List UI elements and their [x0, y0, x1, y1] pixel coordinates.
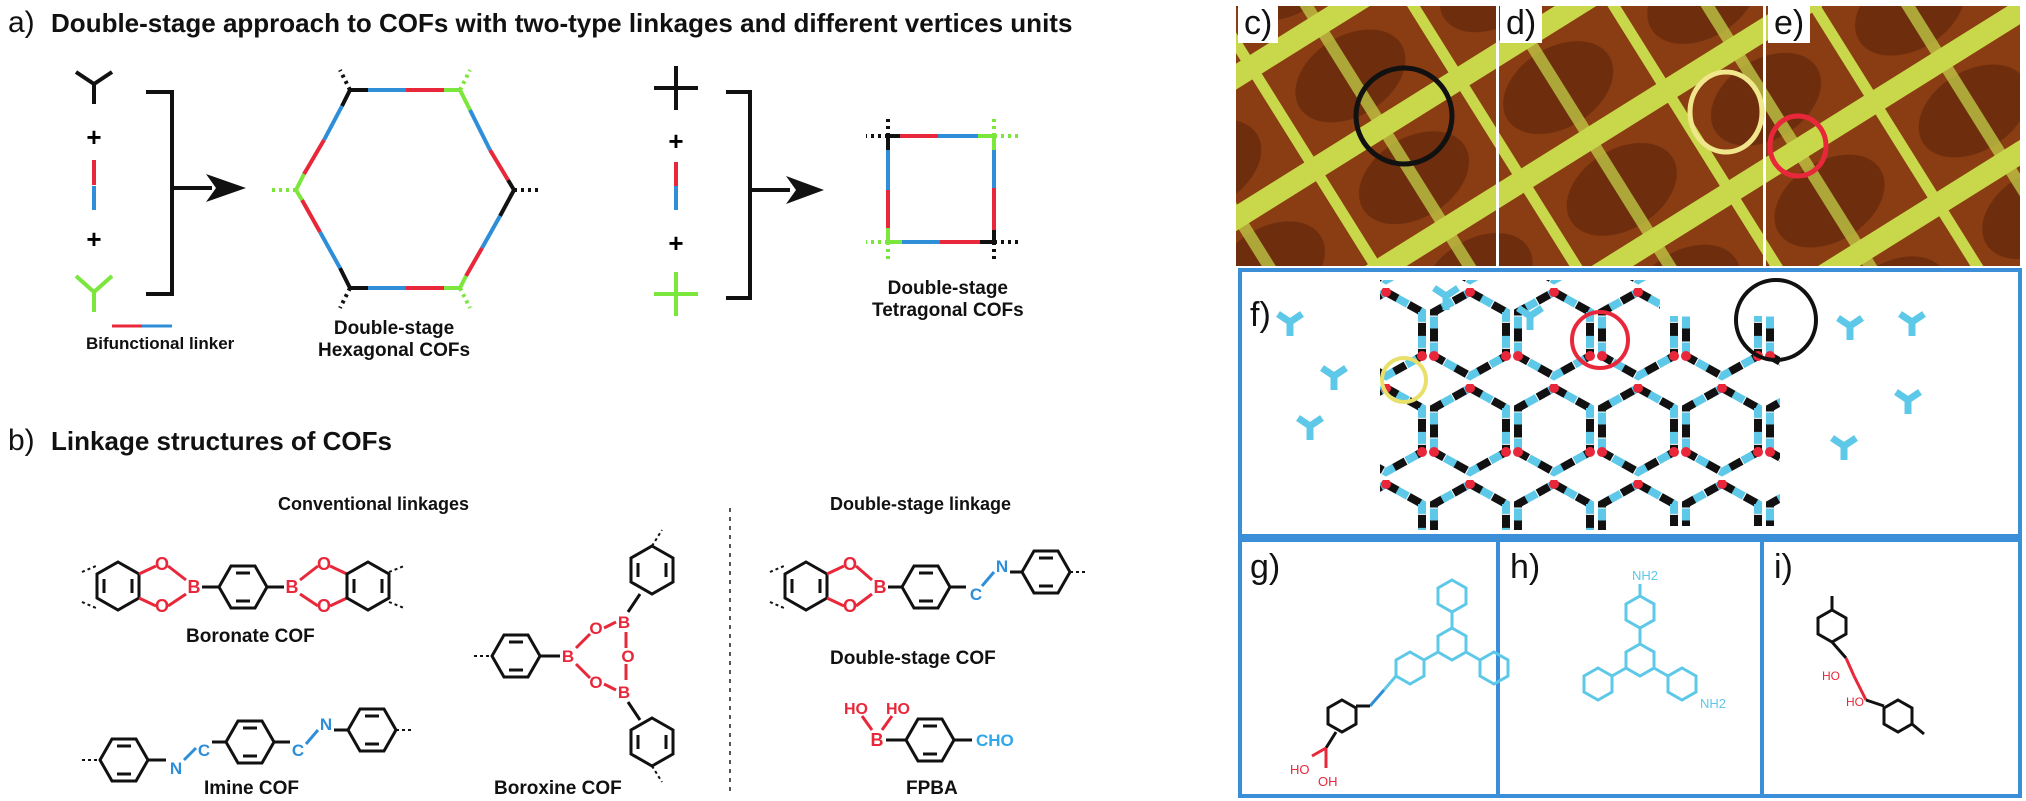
boroxine-cof-structure: B O O B B O: [474, 530, 673, 782]
double-stage-cof-structure: O O B C N: [770, 551, 1088, 616]
stm-image-e: [1766, 6, 2020, 266]
boronate-cof-structure: O O B B O O: [82, 554, 404, 616]
svg-text:NH2: NH2: [1632, 568, 1658, 583]
svg-text:C: C: [198, 741, 210, 760]
svg-text:B: B: [562, 647, 574, 666]
panel-g-molecule: [1312, 580, 1508, 768]
svg-text:HO: HO: [1846, 695, 1864, 709]
fpba-structure: HO HO B CHO: [844, 701, 1014, 761]
red-circle-f: [1572, 312, 1628, 368]
cof-lattice-right: [1660, 316, 1780, 526]
svg-text:O: O: [317, 554, 331, 574]
svg-text:O: O: [589, 673, 602, 692]
svg-text:HO: HO: [886, 701, 910, 718]
yellow-circle-f: [1382, 358, 1426, 402]
svg-text:N: N: [320, 715, 332, 734]
panel-e-label: e): [1768, 4, 1810, 43]
panel-h-label: h): [1504, 548, 1546, 587]
imine-cof-structure: N C C N: [82, 709, 414, 781]
stm-image-c: [1236, 6, 1496, 266]
svg-text:B: B: [618, 683, 630, 702]
boroxine-cof-label: Boroxine COF: [494, 778, 622, 800]
yellow-circle-d: [1690, 72, 1762, 152]
cof-lattice-left: [1380, 280, 1660, 530]
svg-text:O: O: [317, 596, 331, 616]
svg-text:O: O: [589, 619, 602, 638]
black-circle-f: [1736, 280, 1816, 360]
panel-i-label: i): [1768, 548, 1799, 587]
imine-cof-label: Imine COF: [204, 778, 299, 800]
svg-text:B: B: [618, 613, 630, 632]
boronate-cof-label: Boronate COF: [186, 626, 315, 648]
panel-h-molecule: [1584, 584, 1696, 700]
svg-text:O: O: [155, 554, 169, 574]
svg-text:CHO: CHO: [976, 731, 1014, 750]
svg-text:O: O: [843, 554, 857, 574]
double-stage-cof-label: Double-stage COF: [830, 648, 996, 670]
panel-d-label: d): [1500, 4, 1542, 43]
svg-text:OH: OH: [1318, 774, 1338, 789]
fpba-label: FPBA: [906, 778, 958, 800]
svg-text:HO: HO: [1822, 669, 1840, 683]
panel-g-label: g): [1244, 548, 1286, 587]
svg-text:C: C: [292, 741, 304, 760]
stm-image-d: [1499, 6, 1763, 266]
svg-text:B: B: [871, 730, 884, 750]
red-circle-e: [1770, 116, 1826, 176]
svg-text:C: C: [970, 585, 982, 604]
black-circle-c: [1356, 68, 1452, 164]
panel-f-label: f): [1244, 296, 1277, 335]
svg-text:B: B: [874, 577, 887, 597]
svg-text:N: N: [170, 759, 182, 778]
panel-f-frame: [1240, 270, 2020, 536]
svg-text:B: B: [188, 577, 201, 597]
panel-c-label: c): [1238, 4, 1278, 43]
svg-text:N: N: [996, 557, 1008, 576]
panel-i-molecule: [1818, 596, 1924, 734]
svg-text:O: O: [621, 647, 634, 666]
panel-i-frame: [1762, 540, 2020, 796]
svg-text:NH2: NH2: [1700, 696, 1726, 711]
svg-text:O: O: [155, 596, 169, 616]
panel-b-structures: O O B B O O N C C N: [0, 0, 1220, 801]
svg-text:B: B: [286, 577, 299, 597]
svg-text:HO: HO: [1290, 762, 1310, 777]
svg-text:HO: HO: [844, 701, 868, 718]
svg-text:O: O: [843, 596, 857, 616]
